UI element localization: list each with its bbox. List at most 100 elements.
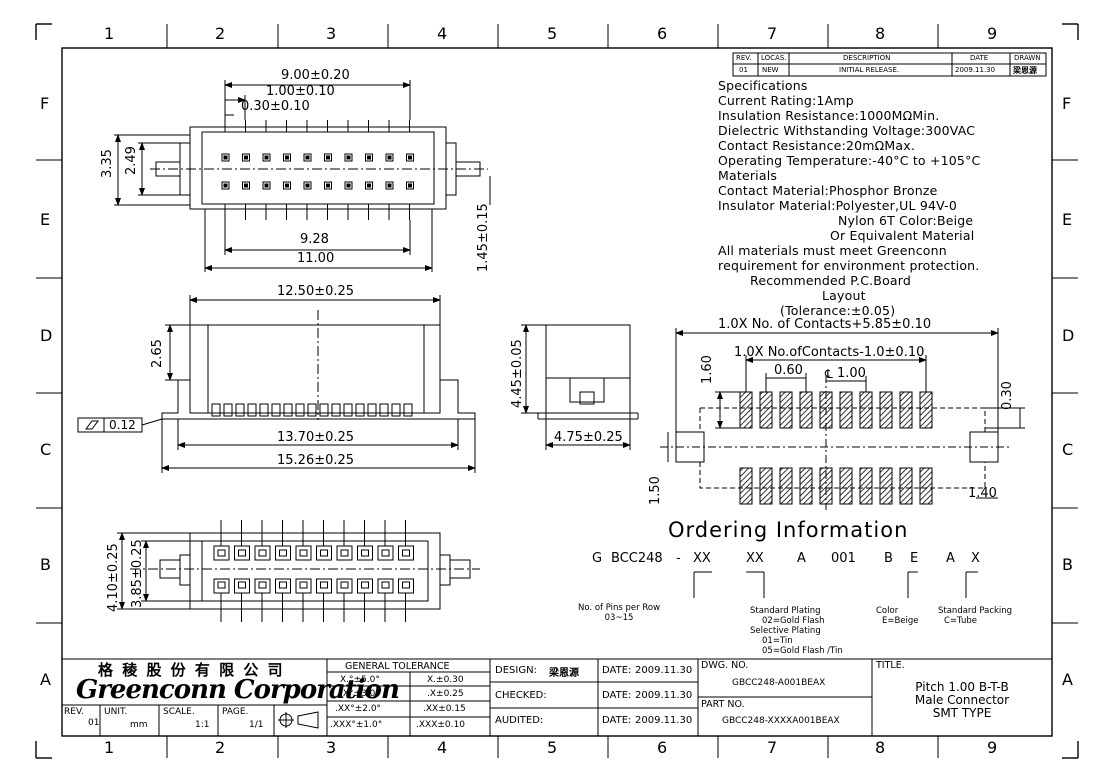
spec-line: Specifications: [718, 78, 808, 93]
spec-line: requirement for environment protection.: [718, 258, 980, 273]
order-code: XX: [693, 551, 711, 566]
spec-line: Nylon 6T Color:Beige: [838, 213, 974, 228]
date-value: 2009.11.30: [635, 715, 693, 726]
top-view: [114, 80, 491, 272]
row-label: E: [40, 210, 51, 229]
date-label: DATE:: [602, 690, 632, 701]
tolerance-cell: .XX±0.15: [423, 704, 466, 714]
drawing-title: Pitch 1.00 B-T-B Male Connector SMT TYPE: [914, 680, 1010, 720]
side-view: [77, 295, 476, 473]
order-code: X: [971, 551, 980, 566]
order-note-color: Color E=Beige: [876, 606, 919, 626]
page-value: 1/1: [249, 720, 264, 730]
rev-cell: 2009.11.30: [955, 66, 996, 74]
dim-label: 12.50±0.25: [277, 284, 355, 299]
dim-label: 9.28: [300, 232, 329, 247]
row-label: B: [1062, 555, 1073, 574]
dim-label: 9.00±0.20: [281, 68, 350, 83]
dim-label: 1.50: [648, 476, 663, 505]
col-label: 3: [326, 24, 337, 43]
row-label: F: [40, 94, 50, 113]
col-label: 8: [875, 738, 886, 757]
dim-label: 3.35: [100, 149, 115, 178]
rev-label: REV.: [64, 707, 84, 717]
revision-table-grid: [732, 52, 1047, 77]
rev-header: LOCAS.: [761, 54, 787, 62]
row-label: B: [40, 555, 51, 574]
dim-label: 1.0X No.ofContacts-1.0±0.10: [734, 345, 925, 360]
page-label: PAGE.: [222, 707, 249, 717]
order-code: XX: [746, 551, 764, 566]
dim-label: 1.45±0.15: [476, 203, 491, 272]
spec-line: Recommended P.C.Board: [750, 273, 912, 288]
company-name-en: Greenconn Corporation: [76, 675, 400, 705]
date-label: DATE:: [602, 665, 632, 676]
dim-label: 11.00: [297, 251, 335, 266]
centerline-icon: ℄: [825, 367, 833, 381]
rev-value: 01: [88, 718, 100, 728]
col-label: 5: [547, 24, 558, 43]
spec-line: All materials must meet Greenconn: [718, 243, 947, 258]
date-value: 2009.11.30: [635, 665, 693, 676]
col-label: 4: [437, 738, 448, 757]
unit-label: UNIT.: [104, 707, 128, 717]
row-label: D: [1062, 326, 1075, 345]
rev-header: REV.: [736, 54, 752, 62]
order-code: -: [676, 551, 681, 566]
col-label: 4: [437, 24, 448, 43]
spec-line: Dielectric Withstanding Voltage:300VAC: [718, 123, 976, 138]
title-block-grid: [61, 658, 1053, 737]
designer-name: 梁恩源: [549, 668, 579, 679]
row-label: A: [1062, 670, 1073, 689]
col-label: 6: [657, 24, 668, 43]
date-label: DATE:: [602, 715, 632, 726]
company-name-cn: 格 稜 股 份 有 限 公 司: [98, 661, 285, 679]
order-note-packing: Standard Packing C=Tube: [938, 606, 1013, 626]
pcb-layout: [660, 328, 1025, 510]
order-code: 001: [831, 551, 856, 566]
scale-label: SCALE.: [163, 707, 195, 717]
dim-label: 4.45±0.05: [510, 339, 525, 408]
spec-line: (Tolerance:±0.05): [780, 303, 896, 318]
pcb-pads-bottom: [739, 467, 933, 505]
dim-label: 1.60: [700, 355, 715, 384]
col-label: 1: [104, 24, 115, 43]
column-ticks: [36, 24, 1078, 758]
order-code: A: [797, 551, 806, 566]
ordering-leaders: [693, 571, 978, 598]
spec-line: Or Equivalent Material: [830, 228, 975, 243]
dim-label: 3.85±0.25: [130, 539, 145, 608]
tolerance-cell: .XX°±2.0°: [335, 704, 382, 714]
rev-cell: 梁恩源: [1013, 66, 1037, 75]
bottom-contacts: [213, 519, 414, 623]
design-label: DESIGN:: [495, 665, 537, 676]
flatness-value: 0.12: [109, 418, 136, 432]
dim-label: 1.40: [968, 486, 997, 501]
order-code: A: [946, 551, 955, 566]
spec-line: Layout: [822, 288, 866, 303]
row-label: E: [1062, 210, 1073, 229]
side-pins: [211, 403, 413, 417]
dwg-no-label: DWG. NO.: [701, 660, 749, 671]
title-label: TITLE.: [876, 660, 905, 671]
dwg-no: GBCC248-A001BEAX: [732, 678, 826, 688]
rev-header: DRAWN: [1014, 54, 1041, 62]
dim-label: 0.30±0.10: [241, 99, 310, 114]
end-view: [521, 324, 639, 450]
spec-line: Insulation Resistance:1000MΩMin.: [718, 108, 940, 123]
col-label: 6: [657, 738, 668, 757]
dim-label: 2.65: [150, 339, 165, 368]
col-label: 9: [987, 738, 998, 757]
scale-value: 1:1: [195, 720, 210, 730]
order-code: G: [592, 551, 603, 566]
row-label: C: [1062, 440, 1074, 459]
tolerance-cell: X.±0.30: [427, 675, 464, 685]
bottom-view: [117, 519, 480, 623]
tolerance-cell: .X°±3.0°: [340, 689, 380, 699]
dim-label: 4.75±0.25: [554, 430, 623, 445]
dim-label: 1.00: [837, 366, 866, 381]
col-label: 5: [547, 738, 558, 757]
row-label: D: [40, 326, 53, 345]
spec-line: Operating Temperature:-40°C to +105°C: [718, 153, 981, 168]
part-no: GBCC248-XXXXA001BEAX: [722, 716, 840, 726]
